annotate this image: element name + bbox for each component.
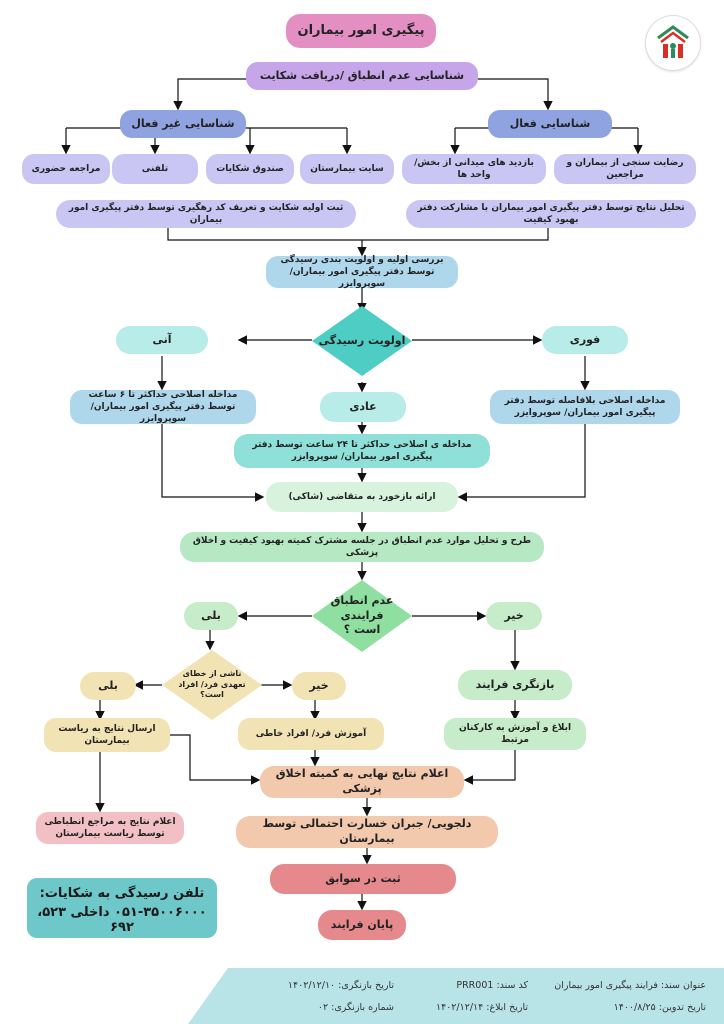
process-nc-decision-shape: [312, 580, 412, 652]
complaint-phone-title: تلفن رسیدگی به شکایات:: [39, 886, 205, 901]
review-node: بررسی اولیه و اولویت بندی رسیدگی توسط دف…: [266, 255, 458, 289]
process-nc-label: عدم انطباق فرایندی است ؟: [330, 593, 394, 637]
process-review-node: بازنگری فرایند: [458, 670, 572, 700]
normal-node: عادی: [320, 392, 406, 422]
hospital-site-node: سایت بیمارستان: [300, 154, 394, 184]
footer-doc-title: عنوان سند: فرایند پیگیری امور بیماران: [554, 980, 706, 991]
identify-node: شناسایی عدم انطباق /دریافت شکایت: [246, 62, 478, 90]
committee-node: طرح و تحلیل موارد عدم انطباق در جلسه مشت…: [180, 532, 544, 562]
send-results-node: ارسال نتایج به ریاست بیمارستان: [44, 718, 170, 752]
instant-action-node: مداخله اصلاحی حداکثر تا ۶ ساعت توسط دفتر…: [70, 390, 256, 424]
individual-error-decision: ناشی از خطای تعهدی فرد/ افراد است؟: [162, 650, 262, 720]
complaint-phone-box: تلفن رسیدگی به شکایات: ۰۵۱-۳۵۰۰۶۰۰۰ داخل…: [27, 878, 217, 938]
complaint-box-node: صندوق شکایات: [206, 154, 294, 184]
priority-decision-shape: [312, 306, 412, 376]
yes2-node: بلی: [80, 672, 136, 700]
footer-compile-date: تاریخ تدوین: ۱۴۰۰/۸/۲۵: [613, 1002, 706, 1013]
complaint-phone-number: ۰۵۱-۳۵۰۰۶۰۰۰ داخلی ۵۲۳، ۶۹۲: [37, 905, 207, 935]
no2-node: خیر: [292, 672, 346, 700]
in-person-node: مراجعه حضوری: [22, 154, 110, 184]
urgent-node: فوری: [542, 326, 628, 354]
priority-label: اولویت رسیدگی: [318, 333, 406, 347]
notify-staff-node: ابلاغ و آموزش به کارکنان مرتبط: [444, 718, 586, 750]
footer-doc-code: کد سند: PRR001: [456, 980, 528, 991]
satisfaction-node: رضایت سنجی از بیماران و مراجعین: [554, 154, 696, 184]
priority-decision: اولویت رسیدگی: [312, 306, 412, 376]
footer-notify-date: تاریخ ابلاغ: ۱۴۰۲/۱۲/۱۴: [436, 1002, 528, 1013]
footer-review-date: تاریخ بازنگری: ۱۴۰۲/۱۲/۱۰: [287, 980, 394, 991]
passive-identification-node: شناسایی غیر فعال: [120, 110, 246, 138]
no-node: خیر: [486, 602, 542, 630]
individual-error-label: ناشی از خطای تعهدی فرد/ افراد است؟: [178, 668, 246, 700]
phone-node: تلفنی: [112, 154, 198, 184]
compensation-node: دلجویی/ جبران خسارت احتمالی توسط بیمارست…: [236, 816, 498, 848]
urgent-action-node: مداخله اصلاحی بلافاصله توسط دفتر پیگیری …: [490, 390, 680, 424]
individual-error-decision-shape: [162, 650, 262, 720]
end-node: پایان فرایند: [318, 910, 406, 940]
normal-action-node: مداخله ی اصلاحی حداکثر تا ۲۴ ساعت توسط د…: [234, 434, 490, 468]
field-visits-node: بازدید های میدانی از بخش/ واحد ها: [402, 154, 546, 184]
active-identification-node: شناسایی فعال: [488, 110, 612, 138]
hospital-logo: [646, 16, 700, 70]
disciplinary-node: اعلام نتایج به مراجع انطباطی توسط ریاست …: [36, 812, 184, 844]
record-node: ثبت در سوابق: [270, 864, 456, 894]
title-node: پیگیری امور بیماران: [286, 14, 436, 48]
analyze-results-node: تحلیل نتایج توسط دفتر پیگیری امور بیمارا…: [406, 200, 696, 228]
document-footer: عنوان سند: فرایند پیگیری امور بیماران کد…: [188, 968, 724, 1024]
yes-node: بلی: [184, 602, 238, 630]
instant-node: آنی: [116, 326, 208, 354]
hospital-logo-icon: [657, 25, 689, 58]
process-nc-decision: عدم انطباق فرایندی است ؟: [312, 580, 412, 652]
final-results-node: اعلام نتایج نهایی به کمیته اخلاق پزشکی: [260, 766, 464, 798]
footer-revision-no: شماره بازنگری: ۰۲: [317, 1002, 394, 1013]
feedback-node: ارائه بازخورد به متقاضی (شاکی): [266, 482, 458, 512]
train-individual-node: آموزش فرد/ افراد خاطی: [238, 718, 384, 750]
register-complaint-node: ثبت اولیه شکایت و تعریف کد رهگیری توسط د…: [56, 200, 356, 228]
